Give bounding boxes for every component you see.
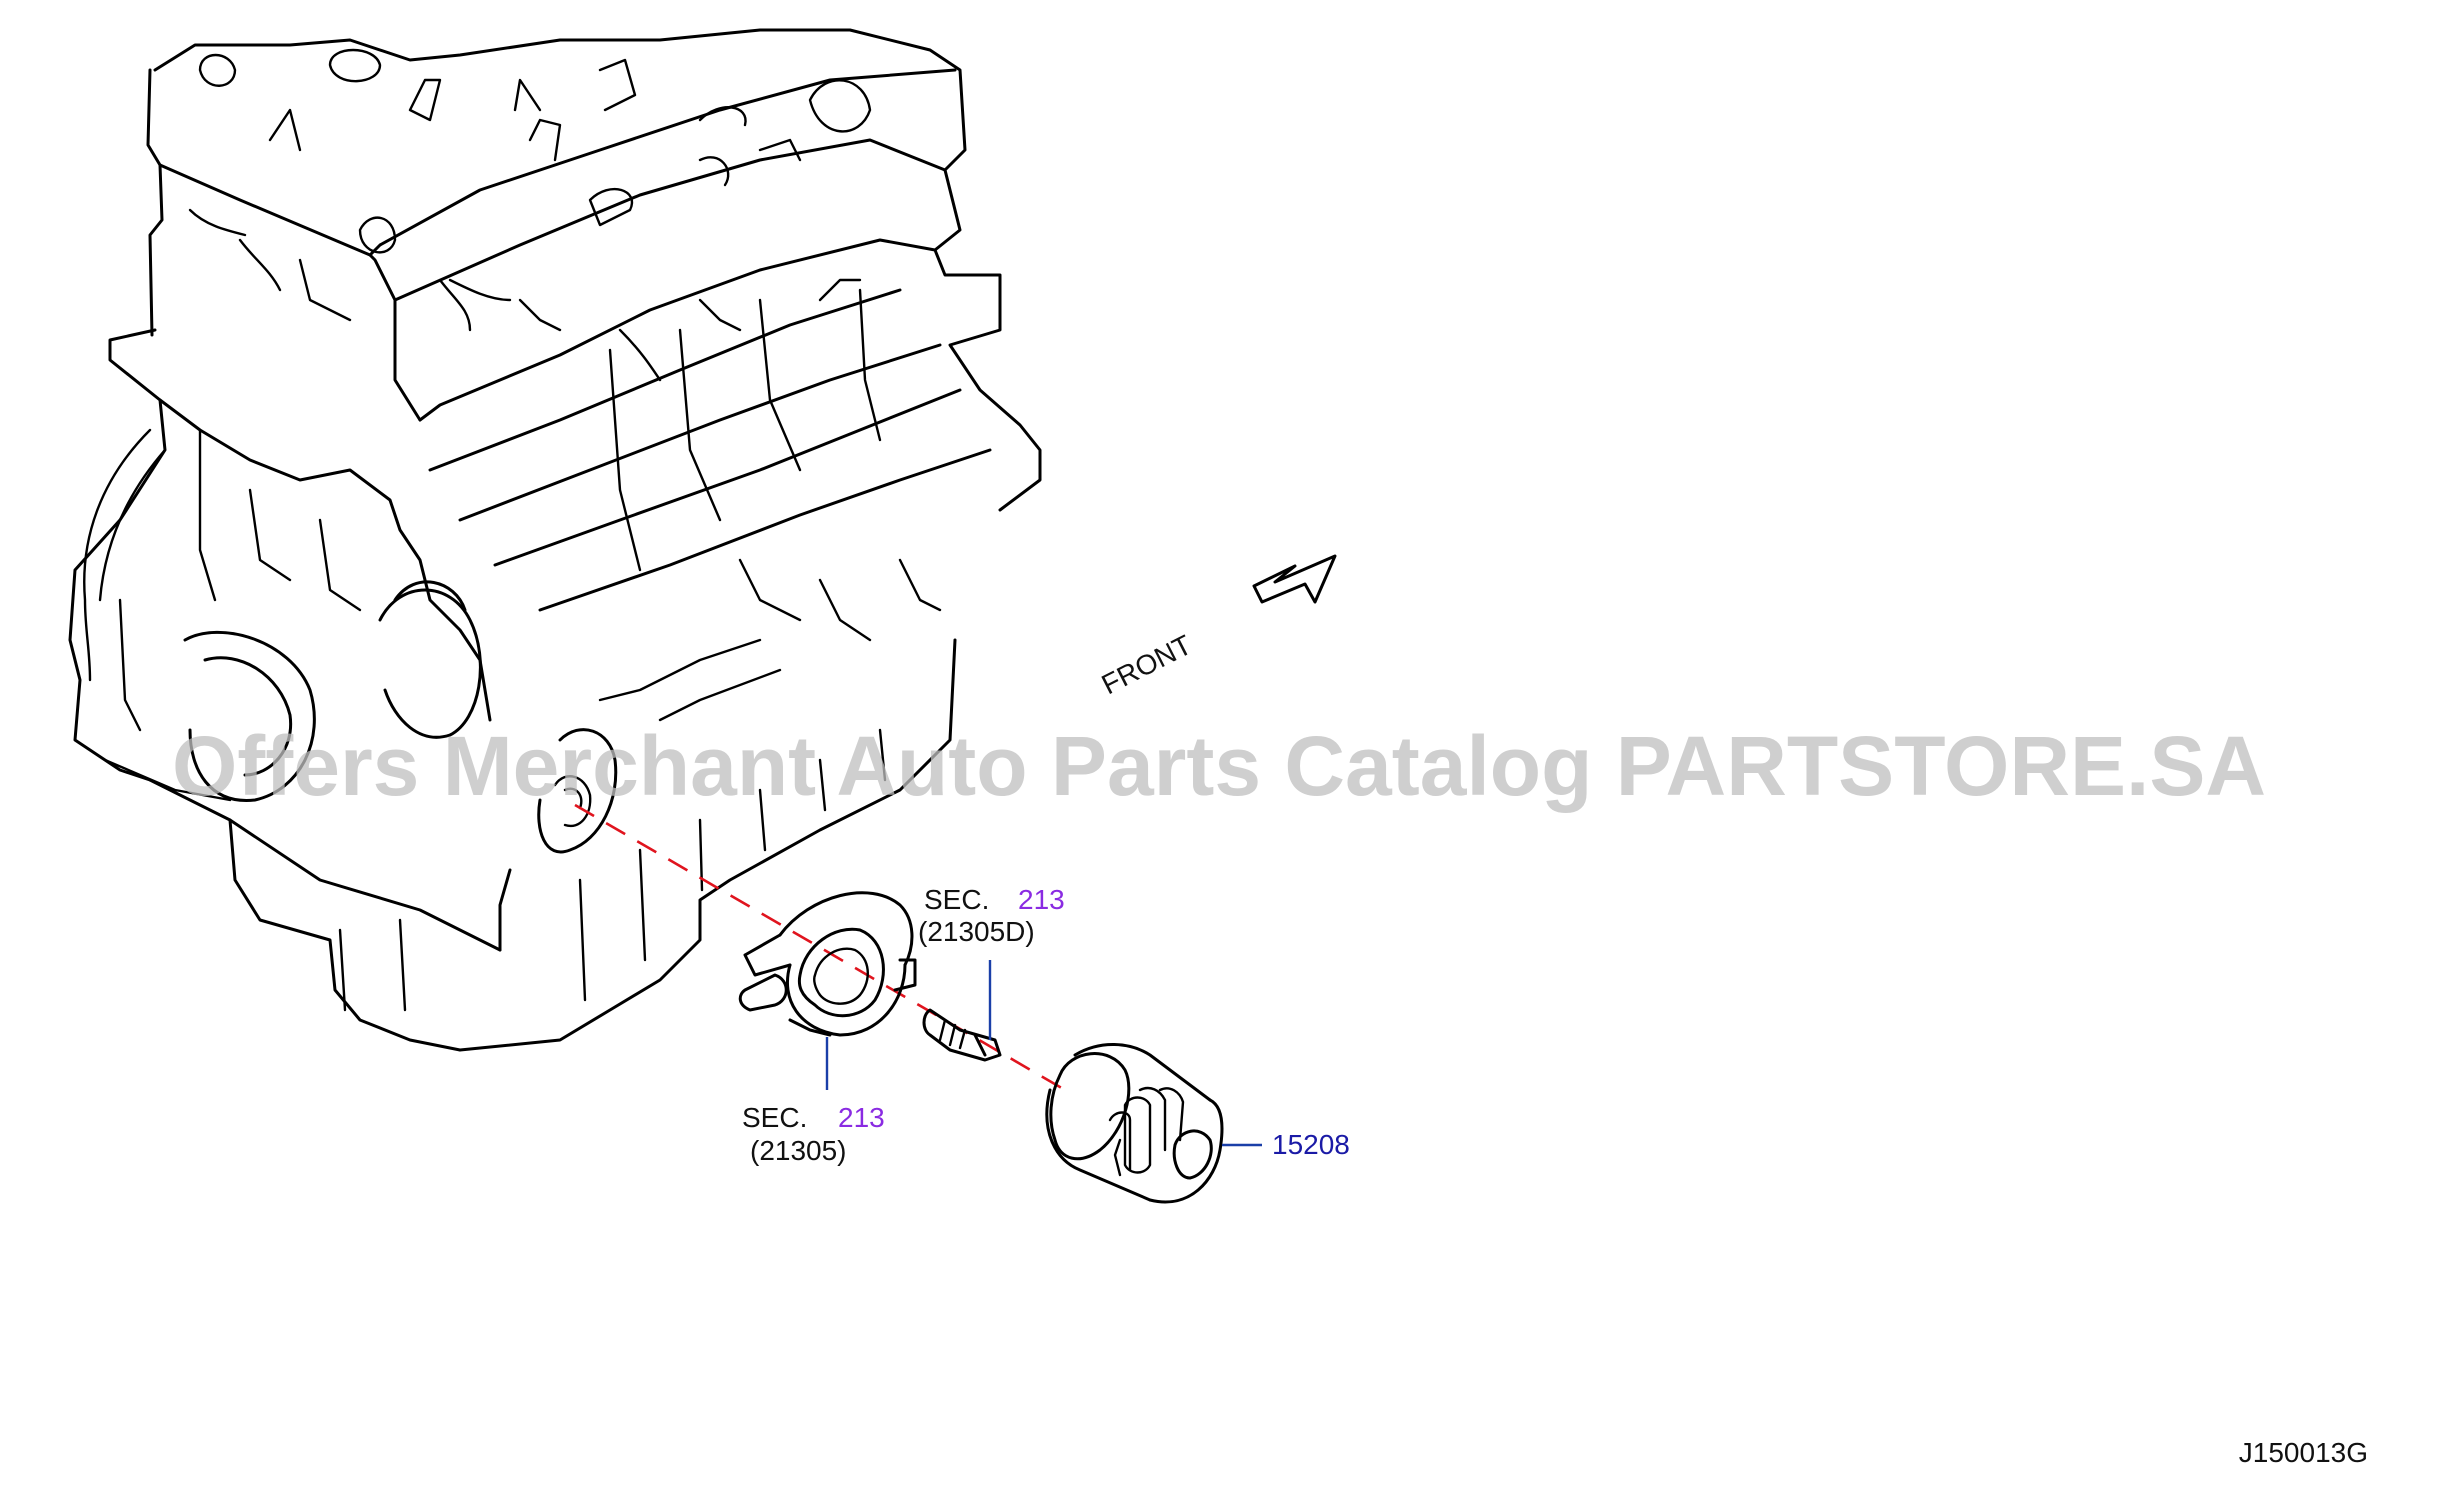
figure-code: J150013G [2239, 1437, 2368, 1468]
engine-block-illustration [68, 28, 1042, 1052]
callout-oil-filter-part-number[interactable]: 15208 [1272, 1129, 1350, 1160]
front-direction-label: FRONT [1097, 629, 1197, 700]
callout-bracket-sec-prefix: SEC. [742, 1102, 807, 1133]
callout-bolt-ref: (21305D) [918, 916, 1035, 947]
watermark-text: Offers Merchant Auto Parts Catalog PARTS… [172, 719, 2266, 813]
connector-bolt-illustration [922, 1008, 1002, 1062]
assembly-centerline [574, 803, 1066, 1092]
oil-filter-illustration [1045, 1043, 1224, 1204]
callout-bracket-sec-number[interactable]: 213 [838, 1102, 885, 1133]
front-direction-arrow [1252, 554, 1337, 604]
callout-bolt-sec-prefix: SEC. [924, 884, 989, 915]
callout-bolt-sec-number[interactable]: 213 [1018, 884, 1065, 915]
oil-filter-bracket-illustration [738, 891, 917, 1037]
callout-bracket-ref: (21305) [750, 1135, 847, 1166]
